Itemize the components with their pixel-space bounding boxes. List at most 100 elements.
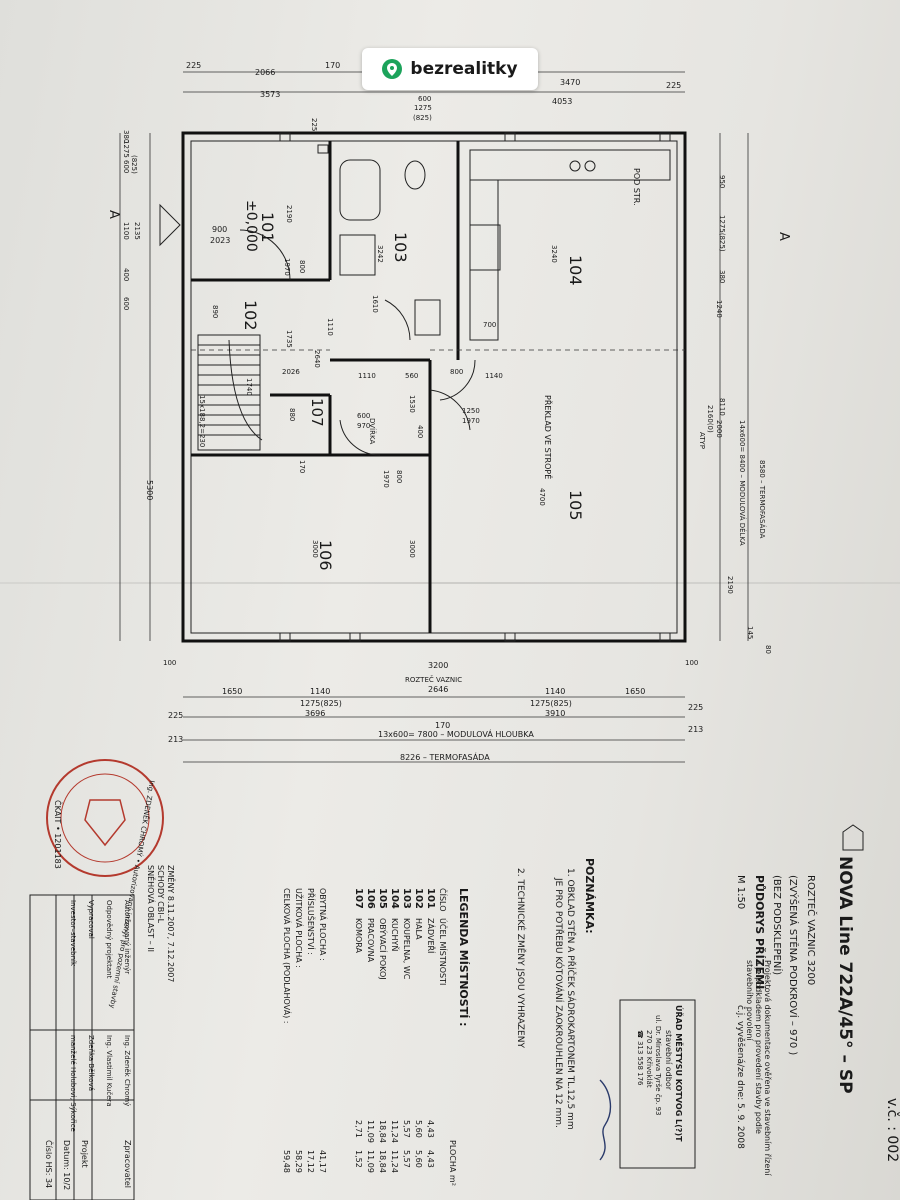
room-number-102: 102 (241, 300, 260, 331)
dim-bottom: 3696 (305, 709, 325, 718)
plan-scale: M 1:50 (735, 875, 746, 909)
dim-left: 2135 (133, 222, 141, 240)
handwritten-signature (599, 1079, 612, 1161)
window-marker (504, 632, 516, 642)
dim-top: 225 (186, 61, 201, 70)
dim-interior: 560 (405, 372, 418, 380)
door-104 (439, 359, 476, 401)
stove-burner-icon (569, 160, 581, 172)
dim-interior: 800 (395, 470, 403, 483)
kitchen-counter-side (469, 179, 499, 341)
outer-wall-inner-line (190, 140, 678, 634)
bezrealitky-watermark: bezrealitky (362, 48, 538, 90)
dim-top: (825) (413, 114, 432, 122)
entrance-arrow (159, 203, 181, 247)
dim-top: 170 (325, 61, 340, 70)
bathtub-icon (339, 159, 381, 221)
rafter-spacing: ROZTEČ VAZNIC 3200 (805, 875, 818, 985)
changes-line: SNĚHOVÁ OBLAST – II (146, 865, 157, 952)
office-stamp-box (619, 999, 696, 1169)
dim-right: 2160(0) (706, 405, 714, 433)
changes-line: ZMĚNY 8.11.2007, 7.12.2007 (166, 865, 177, 982)
door-103 (384, 299, 411, 341)
dim-bottom: 1275(825) (300, 699, 342, 708)
legend-room-no: 104 (389, 888, 400, 909)
floor-plan: 101 ±0,000 102 103 104 105 106 107 POD S… (106, 61, 791, 763)
legend-room-name: PRACOVNA (366, 918, 375, 963)
dim-bottom: 1650 (625, 687, 645, 696)
window-marker (349, 632, 361, 642)
staircase (197, 334, 263, 451)
dim-right: 2000 (715, 420, 723, 438)
legend-col-area: PLOCHA m² (448, 1140, 457, 1186)
dim-left: 600 (122, 160, 130, 173)
dim-bottom: 1275(825) (530, 699, 572, 708)
dim-left: 5300 (145, 480, 154, 500)
dim-right: 8110 (718, 398, 726, 416)
legend-sum-label: PŘÍSLUŠENSTVÍ : (306, 888, 317, 955)
fridge-icon (469, 224, 501, 271)
raised-wall-note: (ZVÝŠENÁ STĚNA PODKROVÍ – 970 ) (787, 875, 800, 1055)
dim-left: 380 (122, 130, 130, 143)
dim-top: 3573 (260, 90, 280, 99)
toilet-icon (404, 160, 426, 190)
dim-top: 600 (418, 95, 431, 103)
legend-room-no: 102 (413, 888, 424, 909)
engineer-round-stamp: Ing. ZDENĚK CHROMÝ • Autorizovaný inžený… (46, 759, 164, 1009)
dim-bottom: 1140 (310, 687, 330, 696)
dim-bottom: 1140 (545, 687, 565, 696)
legend-room-name: KOUPELNA, WC (402, 918, 411, 980)
note-1: 1. OBKLAD STĚN A PŘÍČEK SÁDROKARTONEM TL… (565, 868, 577, 1130)
signature-row-label: Odpovědný projektant (105, 900, 113, 979)
legend-sum-value: 41,17 (318, 1150, 327, 1173)
outer-wall (181, 131, 687, 643)
office-stamp-line: ☎ 313 558 176 (636, 1030, 644, 1086)
legend-room-area: 2,71 (354, 1120, 363, 1138)
window-marker (279, 632, 291, 642)
dim-right: 2190 (726, 576, 734, 594)
dim-interior: 970 (357, 422, 370, 430)
sig-right-col: Číslo HS: 34 (44, 1140, 55, 1188)
legend-room-area: 18,84 (378, 1120, 387, 1143)
window-marker (279, 132, 291, 142)
legend-room-name: HALA (414, 918, 423, 940)
dim-interior: 170 (298, 460, 306, 473)
dim-bottom: 8226 – TERMOFASÁDA (400, 751, 490, 762)
version-number: v.č. : 002 (884, 1098, 900, 1162)
stove-burner-icon (584, 160, 596, 172)
legend-room-area-alt: 1,52 (354, 1150, 363, 1168)
dim-interior: 800 (450, 368, 463, 376)
room-number-106: 106 (316, 540, 335, 571)
dim-interior: 2190 (285, 205, 293, 223)
legend-sum-value: 58,29 (294, 1150, 303, 1173)
dim-interior: 1110 (326, 318, 334, 336)
window-marker (659, 132, 671, 142)
legend-sum-value: 17,12 (306, 1150, 315, 1173)
dim-bottom: ROZTEČ VAZNIC (405, 675, 462, 684)
dim-interior: 1530 (408, 395, 416, 413)
label-stairs: 15x188,2=230 (198, 395, 206, 447)
project-title: NOVA Line 722A/45° – SP (835, 856, 855, 1094)
legend-room-no: 107 (353, 888, 364, 909)
dim-left: 890 (211, 305, 219, 318)
signature-row-label: Vypracoval (87, 900, 95, 939)
legend-sum-label: CELKOVÁ PLOCHA (PODLAHOVÁ) : (282, 888, 293, 1023)
dim-bottom: 213 (688, 725, 703, 734)
shower-icon (339, 234, 376, 276)
signature-row-value: Ing. Vlastimil Kučera (105, 1035, 113, 1107)
legend-room-name: ZÁDVEŘÍ (426, 918, 437, 954)
dim-right: 8580 – TERMOFASÁDA (758, 460, 767, 539)
dim-top: 4053 (552, 97, 572, 106)
dim-interior: 800 (298, 260, 306, 273)
door-105 (429, 389, 471, 431)
section-marker-a-left: A (106, 210, 121, 219)
sig-right-col: Zpracovatel (123, 1140, 132, 1188)
dim-bottom: 170 (435, 721, 450, 730)
dim-left: 225 (310, 118, 318, 131)
legend-room-name: KUCHYŇ (390, 918, 400, 951)
dim-top: 2066 (255, 68, 275, 77)
dim-bottom: 3910 (545, 709, 565, 718)
label-pod-str: POD STR. (632, 168, 641, 206)
sig-right-col: Datum: 10/2 (62, 1140, 71, 1190)
